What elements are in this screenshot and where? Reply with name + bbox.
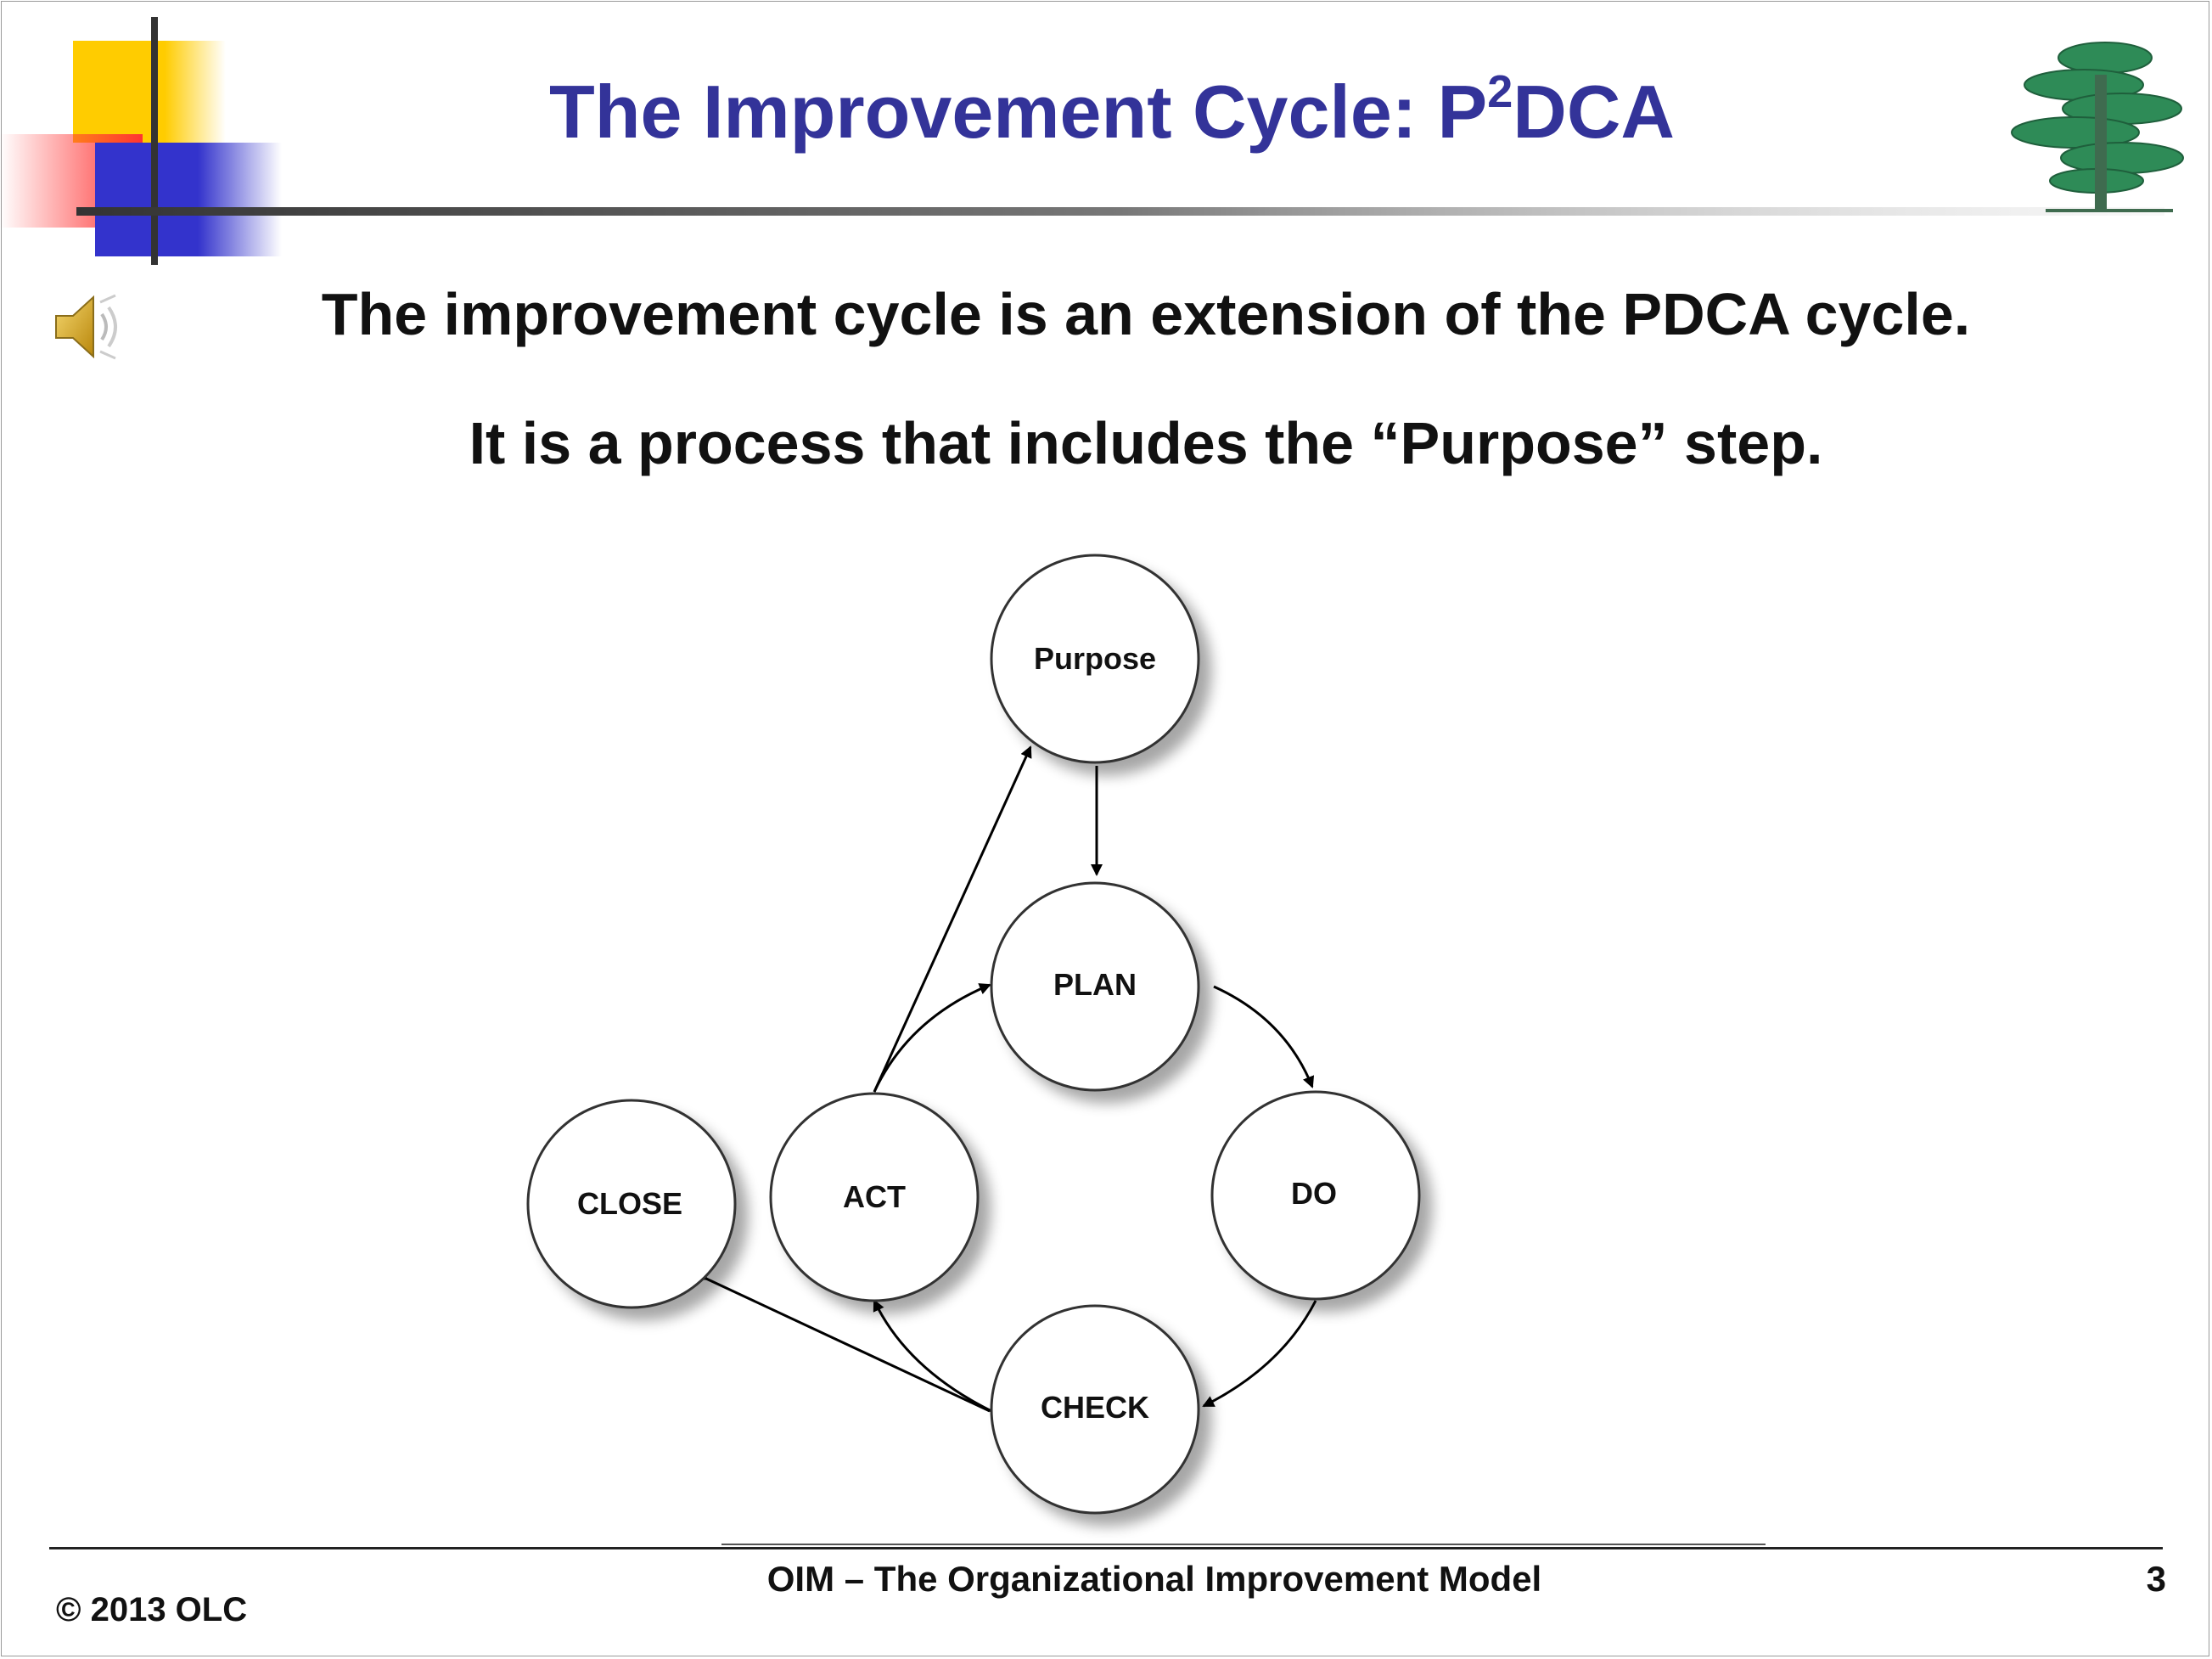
- node-check-label: CHECK: [1041, 1390, 1149, 1425]
- footer-title: OIM – The Organizational Improvement Mod…: [766, 1559, 1542, 1599]
- arrow-check-close: [706, 1279, 991, 1413]
- arrow-act-purpose: [873, 745, 1032, 1093]
- arrow-do-check: [1202, 1300, 1317, 1408]
- node-do: DO: [1210, 1090, 1421, 1301]
- corner-decoration: [0, 17, 282, 265]
- arrow-plan-do: [1213, 985, 1315, 1088]
- node-plan-label: PLAN: [1053, 967, 1137, 1002]
- arrow-act-plan: [873, 983, 991, 1093]
- node-plan: PLAN: [990, 881, 1200, 1092]
- node-purpose-label: Purpose: [1034, 641, 1156, 676]
- node-act-label: ACT: [843, 1179, 906, 1214]
- intro-line-2: It is a process that includes the “Purpo…: [469, 410, 1823, 476]
- speaker-icon[interactable]: [49, 289, 126, 365]
- arrow-check-act: [873, 1299, 992, 1413]
- node-close: CLOSE: [526, 1099, 737, 1309]
- page-title: The Improvement Cycle: P2DCA: [424, 68, 1799, 156]
- tree-logo: [2011, 42, 2184, 212]
- node-act: ACT: [769, 1092, 980, 1302]
- node-purpose: Purpose: [990, 554, 1200, 764]
- diagram-arrows: [706, 745, 1317, 1413]
- footer-rule-accent: [721, 1544, 1766, 1545]
- title-superscript: 2: [1487, 66, 1513, 117]
- node-check: CHECK: [990, 1304, 1200, 1515]
- header-rule: [76, 207, 2164, 216]
- title-main: The Improvement Cycle: P: [549, 70, 1488, 154]
- footer-copyright: © 2013 OLC: [56, 1591, 248, 1628]
- title-end: DCA: [1513, 70, 1675, 154]
- node-do-label: DO: [1291, 1176, 1337, 1211]
- page-number: 3: [2146, 1559, 2166, 1599]
- node-close-label: CLOSE: [577, 1186, 682, 1221]
- footer-rule: [49, 1547, 2163, 1549]
- intro-line-1: The improvement cycle is an extension of…: [321, 281, 1971, 347]
